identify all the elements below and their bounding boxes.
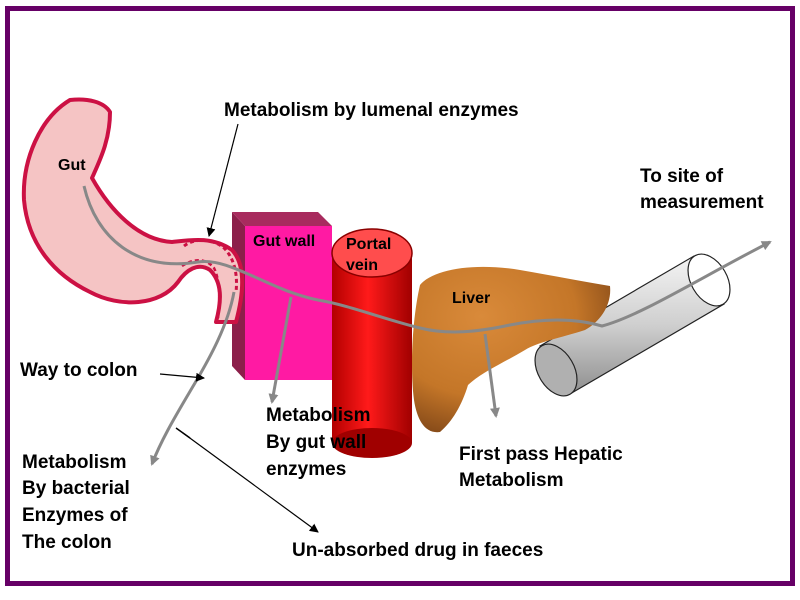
stomach-shape xyxy=(21,97,245,324)
site-of-measurement-label-line1: To site of xyxy=(640,166,724,187)
liver-label: Liver xyxy=(452,290,491,307)
site-of-measurement-label-line2: measurement xyxy=(640,192,764,213)
bacterial-metabolism-label-line4: The colon xyxy=(22,532,112,553)
portal-vein-cylinder xyxy=(331,228,413,458)
bacterial-metabolism-label-line3: Enzymes of xyxy=(22,505,128,526)
faeces-arrow xyxy=(175,427,319,533)
hepatic-metabolism-label-line2: Metabolism xyxy=(459,470,564,491)
bacterial-metabolism-label-line1: Metabolism xyxy=(22,452,127,473)
gut-wall-metabolism-label-line1: Metabolism xyxy=(266,405,371,426)
gut-wall-label: Gut wall xyxy=(253,233,316,250)
drug-path-line xyxy=(82,185,772,334)
hepatic-metabolism-label-line1: First pass Hepatic xyxy=(459,444,623,465)
colon-pointer-arrow xyxy=(159,372,205,382)
way-to-colon-label: Way to colon xyxy=(20,360,138,381)
portal-vein-label-line1: Portal xyxy=(346,236,392,253)
lumenal-pointer-arrow xyxy=(206,123,239,237)
gut-wall-metabolism-label-line2: By gut wall xyxy=(266,432,367,453)
lumenal-enzymes-label: Metabolism by lumenal enzymes xyxy=(224,100,519,121)
gut-wall-metabolism-label-line3: enzymes xyxy=(266,459,347,480)
faeces-label: Un-absorbed drug in faeces xyxy=(292,540,544,561)
diagram-frame xyxy=(5,6,795,586)
colon-branch-line xyxy=(150,291,236,466)
portal-vein-label-line2: vein xyxy=(346,257,379,274)
liver-shape xyxy=(412,266,611,433)
gut-label: Gut xyxy=(58,157,86,174)
gut-wall-metabolism-arrow xyxy=(268,296,293,404)
hepatic-metabolism-arrow xyxy=(483,333,500,418)
bacterial-metabolism-label-line2: By bacterial xyxy=(22,478,130,499)
